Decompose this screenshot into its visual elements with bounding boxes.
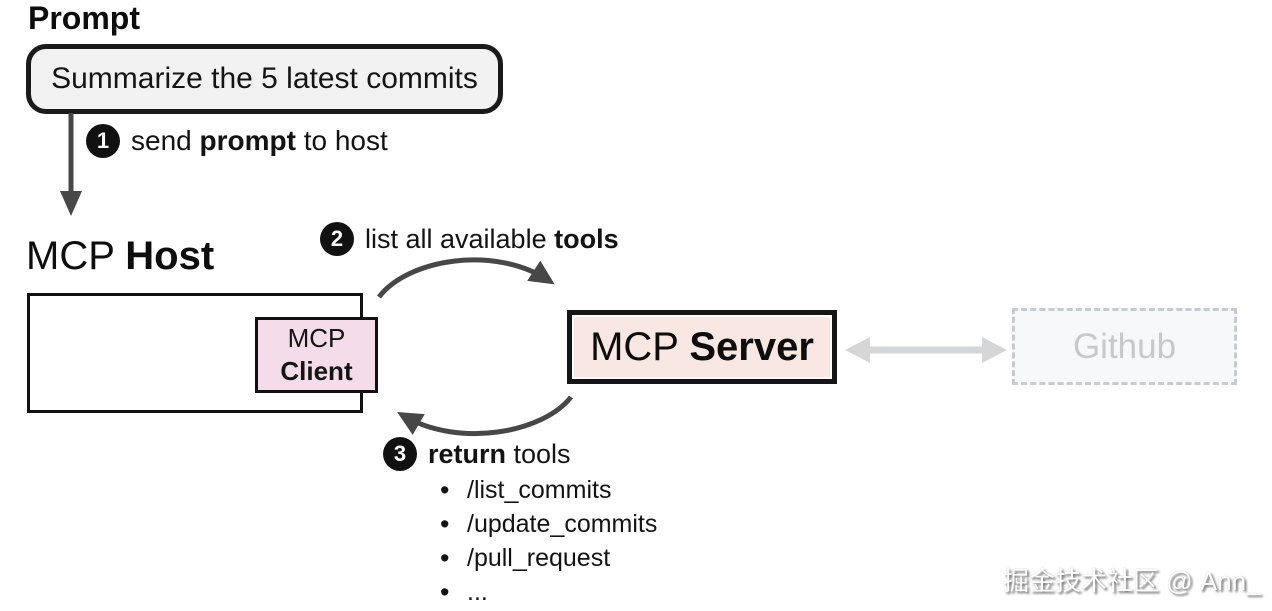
tool-item: /list_commits xyxy=(440,473,657,507)
mcp-server-box: MCP Server xyxy=(567,310,837,384)
client-to-server-arc-arrow xyxy=(377,257,555,299)
server-github-double-arrow xyxy=(845,337,1007,363)
mcp-client-box: MCP Client xyxy=(255,317,378,393)
server-to-client-arc-arrow xyxy=(397,395,573,436)
tool-item: /pull_request xyxy=(440,541,657,575)
step-2-badge: 2 xyxy=(320,222,354,256)
tool-item: /update_commits xyxy=(440,507,657,541)
tools-list: /list_commits /update_commits /pull_requ… xyxy=(440,473,657,609)
watermark: 掘金技术社区 @ Ann_ xyxy=(1003,566,1261,596)
step-3: 3 return tools xyxy=(383,437,571,471)
mcp-client-line2: Client xyxy=(280,356,353,386)
mcp-client-line1: MCP xyxy=(287,323,346,353)
step-2: 2 list all available tools xyxy=(320,222,619,256)
prompt-to-host-arrow xyxy=(60,113,82,216)
prompt-box: Summarize the 5 latest commits xyxy=(26,44,503,114)
step-3-label: return tools xyxy=(428,438,571,469)
github-box: Github xyxy=(1012,308,1237,385)
step-1-badge: 1 xyxy=(86,124,120,158)
github-label: Github xyxy=(1072,326,1177,366)
step-3-badge: 3 xyxy=(383,437,417,471)
prompt-heading: Prompt xyxy=(28,0,140,36)
mcp-host-title: MCP Host xyxy=(26,234,215,278)
tool-item: ... xyxy=(440,575,657,609)
step-2-label: list all available tools xyxy=(365,223,619,254)
step-1-label: send prompt to host xyxy=(131,125,388,156)
step-1: 1 send prompt to host xyxy=(86,124,388,158)
prompt-message: Summarize the 5 latest commits xyxy=(51,62,478,95)
